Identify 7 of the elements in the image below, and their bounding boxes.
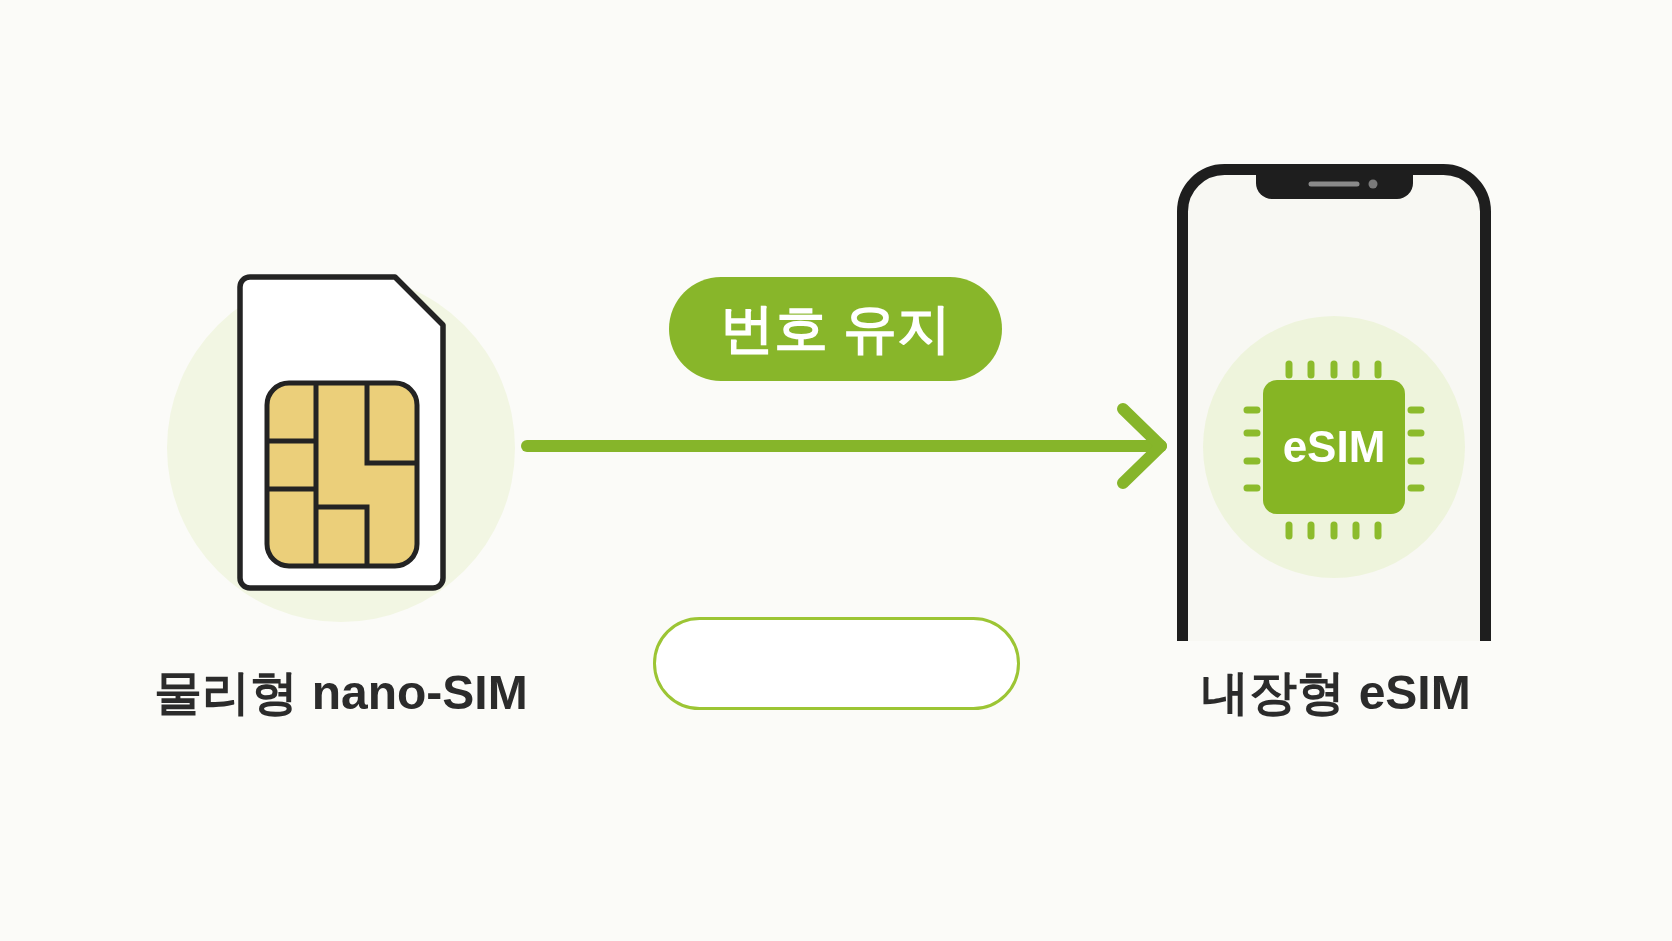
phone-picture	[1177, 164, 1491, 641]
label-pill: 번호 유지	[669, 277, 1002, 381]
sim-card-picture	[167, 274, 515, 622]
node-label: 물리형 nano-SIM	[154, 669, 528, 717]
chip: eSIM	[1263, 380, 1405, 514]
node-label: 내장형 eSIM	[1201, 669, 1471, 717]
arrow	[521, 403, 1167, 489]
